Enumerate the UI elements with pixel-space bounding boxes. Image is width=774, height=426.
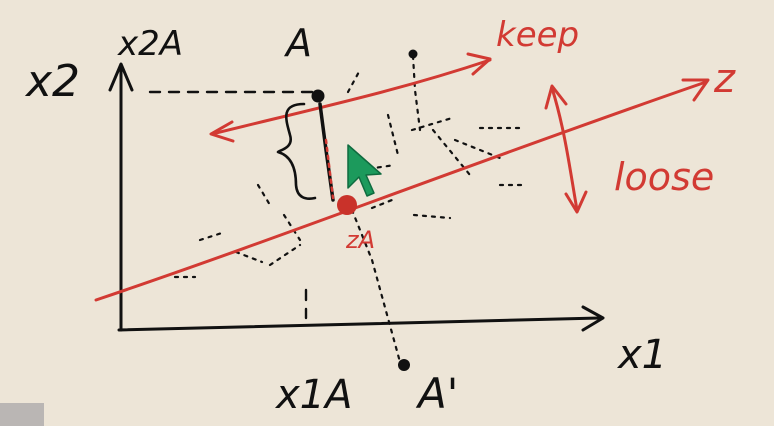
x1-axis-label: x1: [616, 332, 667, 378]
loose-arrow-bottom-head: [564, 190, 588, 214]
loose-arrow-top-head: [544, 84, 568, 110]
keep-arrow-left-head: [209, 120, 235, 143]
z-axis-label: z: [713, 56, 736, 102]
x2-axis-label: x2: [24, 56, 80, 107]
x2A-label: x2A: [117, 24, 183, 64]
point-A-prime-label: A': [415, 369, 458, 418]
point-A-prime: [398, 359, 410, 371]
curly-brace: [276, 102, 317, 200]
residual-segment: [318, 102, 335, 202]
keep-label: keep: [496, 15, 579, 55]
projection-line-upper-point: [411, 54, 422, 132]
corner-overlay: [0, 403, 44, 426]
x1A-label: x1A: [274, 372, 352, 418]
x1-axis-arrowhead: [581, 305, 605, 332]
mouse-pointer-icon: [347, 144, 382, 197]
z-axis-line: [94, 80, 708, 302]
z-axis-arrowhead: [681, 78, 710, 102]
residual-segment-red: [324, 138, 335, 200]
keep-arrow-line: [210, 58, 492, 136]
point-A-label: A: [283, 21, 312, 65]
x1-axis-line: [117, 316, 602, 332]
projected-point-zA: [337, 195, 357, 215]
data-cloud: [173, 68, 524, 279]
point-A: [311, 89, 325, 103]
loose-label: loose: [614, 155, 714, 199]
zA-label: zA: [345, 226, 375, 254]
upper-data-point: [408, 49, 418, 59]
loose-arrow-line: [550, 86, 579, 212]
keep-arrow-right-head: [466, 52, 492, 76]
x2-axis-arrowhead: [108, 62, 134, 92]
projection-line-to-A-prime: [350, 208, 402, 364]
